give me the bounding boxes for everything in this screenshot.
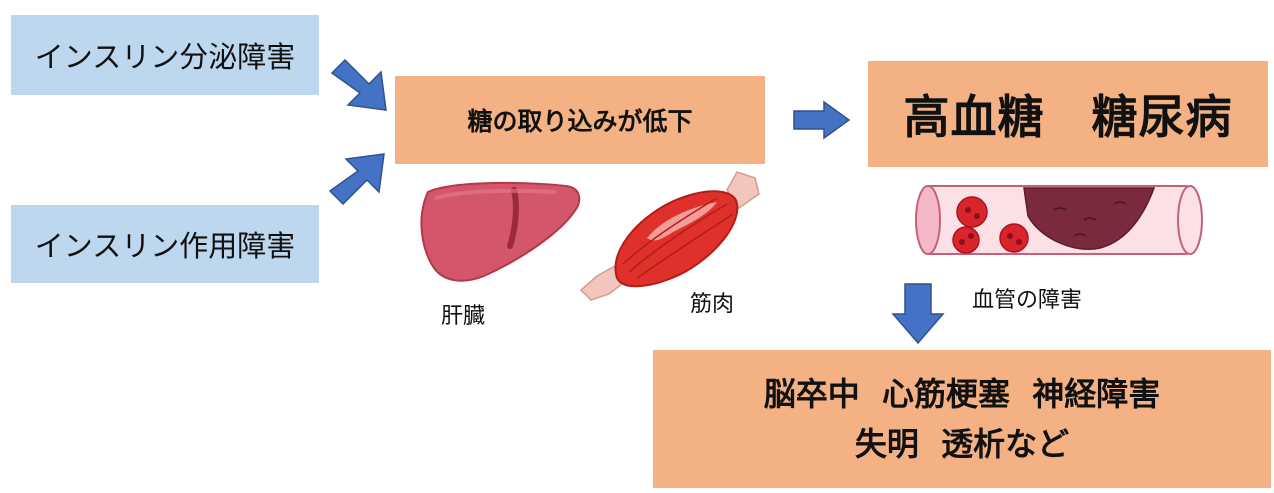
hyperglycemia-diabetes-text: 高血糖 糖尿病 — [903, 90, 1233, 144]
blood-vessel-illustration-icon — [915, 185, 1203, 255]
hyperglycemia-diabetes-box: 高血糖 糖尿病 — [868, 61, 1268, 167]
cause-action-text: インスリン作用障害 — [34, 229, 296, 263]
vessel-damage-label: 血管の障害 — [972, 288, 1083, 313]
muscle-illustration-icon — [579, 171, 760, 301]
muscle-label: 筋肉 — [690, 292, 735, 317]
cause-secretion-text: インスリン分泌障害 — [34, 40, 296, 74]
liver-illustration-icon — [420, 181, 581, 282]
complications-line-2: 失明 透析など — [854, 425, 1070, 463]
arrow-right-icon — [793, 100, 851, 140]
arrow-up-right-icon — [328, 153, 385, 206]
cause-secretion-box: インスリン分泌障害 — [11, 15, 319, 95]
arrow-down-icon — [891, 283, 945, 345]
liver-label: 肝臓 — [441, 304, 486, 329]
uptake-decrease-text: 糖の取り込みが低下 — [467, 107, 693, 136]
complications-line-1: 脳卒中 心筋梗塞 神経障害 — [763, 375, 1161, 413]
arrow-down-right-icon — [330, 58, 387, 111]
complications-box: 脳卒中 心筋梗塞 神経障害 失明 透析など — [653, 350, 1271, 488]
cause-action-box: インスリン作用障害 — [11, 205, 319, 283]
uptake-decrease-box: 糖の取り込みが低下 — [395, 76, 765, 164]
